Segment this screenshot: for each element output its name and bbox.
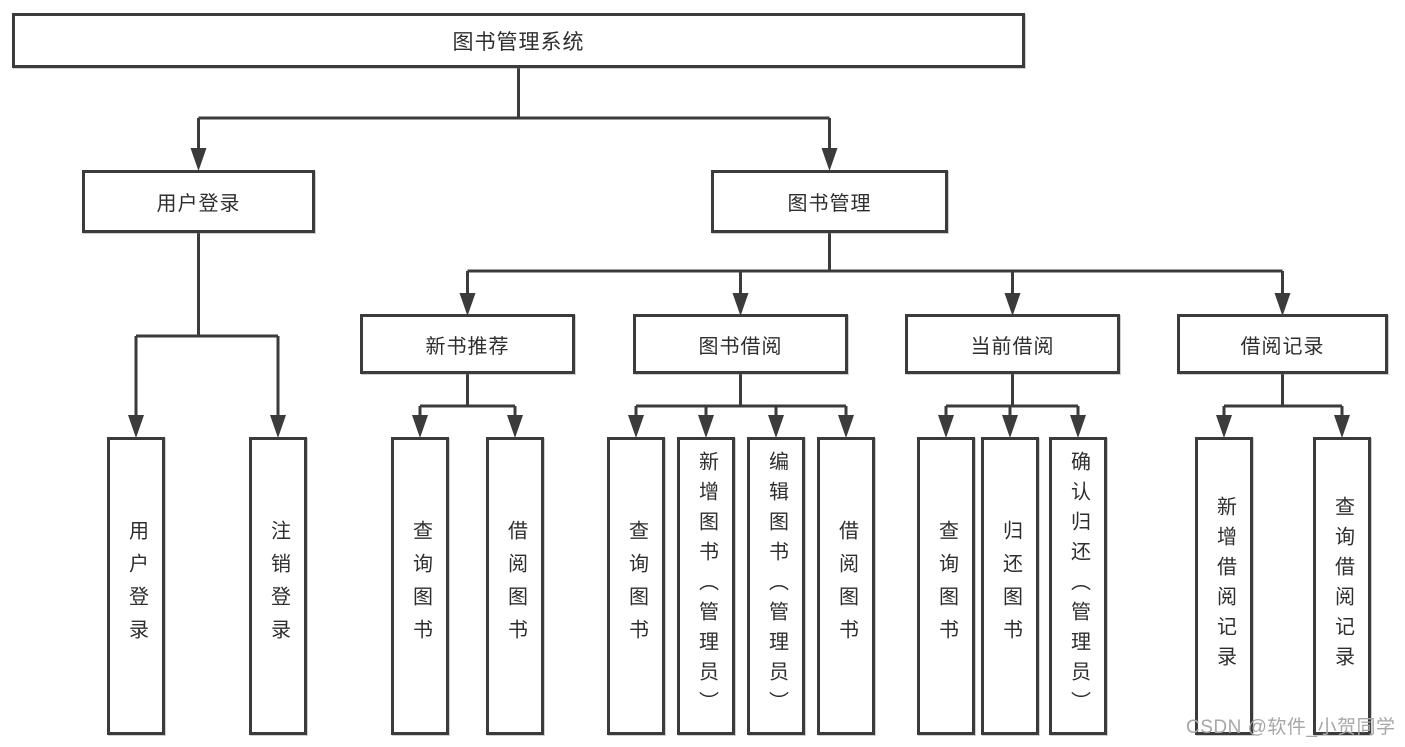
leaf-confirm-return-admin: 确认归还（管理员）	[1049, 437, 1107, 735]
node-book-management: 图书管理	[711, 170, 948, 233]
leaf-return-book: 归还图书	[981, 437, 1039, 735]
connector-book-management-children	[459, 231, 1291, 316]
node-label: 注销登录	[267, 520, 290, 652]
connector-root-to-level2	[190, 66, 838, 171]
leaf-logout: 注销登录	[249, 437, 307, 735]
node-label: 查询借阅记录	[1331, 496, 1354, 676]
node-new-book-recommend: 新书推荐	[360, 314, 575, 374]
leaf-query-books-recommend: 查询图书	[391, 437, 449, 735]
connector-user-login-children	[128, 231, 286, 438]
node-label: 确认归还（管理员）	[1067, 451, 1090, 721]
node-label: 编辑图书（管理员）	[765, 451, 788, 721]
node-label: 借阅图书	[504, 520, 527, 652]
node-book-borrow: 图书借阅	[633, 314, 848, 374]
node-label: 新增图书（管理员）	[695, 451, 718, 721]
node-label: 归还图书	[999, 520, 1022, 652]
connector-current-borrow-children	[938, 372, 1086, 438]
node-label: 查询图书	[935, 520, 958, 652]
connector-new-book-children	[412, 372, 523, 438]
connector-borrow-records-children	[1216, 372, 1350, 438]
node-label: 图书借阅	[698, 335, 783, 358]
leaf-add-book-admin: 新增图书（管理员）	[677, 437, 735, 735]
node-label: 用户登录	[125, 520, 148, 652]
node-current-borrow: 当前借阅	[905, 314, 1120, 374]
connector-book-borrow-children	[628, 372, 854, 438]
leaf-add-borrow-record: 新增借阅记录	[1195, 437, 1253, 735]
node-borrow-records: 借阅记录	[1177, 314, 1388, 374]
leaf-user-login: 用户登录	[107, 437, 165, 735]
leaf-borrow-books-recommend: 借阅图书	[486, 437, 544, 735]
leaf-query-books-current: 查询图书	[917, 437, 975, 735]
node-user-login: 用户登录	[82, 170, 315, 233]
leaf-query-books-borrow: 查询图书	[607, 437, 665, 735]
leaf-borrow-books: 借阅图书	[817, 437, 875, 735]
node-library-management-system: 图书管理系统	[12, 13, 1025, 68]
node-label: 用户登录	[156, 193, 241, 215]
node-label: 图书管理系统	[452, 30, 585, 54]
node-label: 新增借阅记录	[1213, 496, 1236, 676]
node-label: 新书推荐	[425, 335, 510, 358]
node-label: 图书管理	[787, 193, 872, 215]
csdn-watermark: CSDN @软件_小贺同学	[1186, 717, 1396, 738]
node-label: 借阅记录	[1240, 335, 1325, 358]
node-label: 借阅图书	[835, 520, 858, 652]
leaf-query-borrow-record: 查询借阅记录	[1313, 437, 1371, 735]
node-label: 查询图书	[625, 520, 648, 652]
leaf-edit-book-admin: 编辑图书（管理员）	[747, 437, 805, 735]
node-label: 当前借阅	[970, 335, 1055, 358]
node-label: 查询图书	[409, 520, 432, 652]
